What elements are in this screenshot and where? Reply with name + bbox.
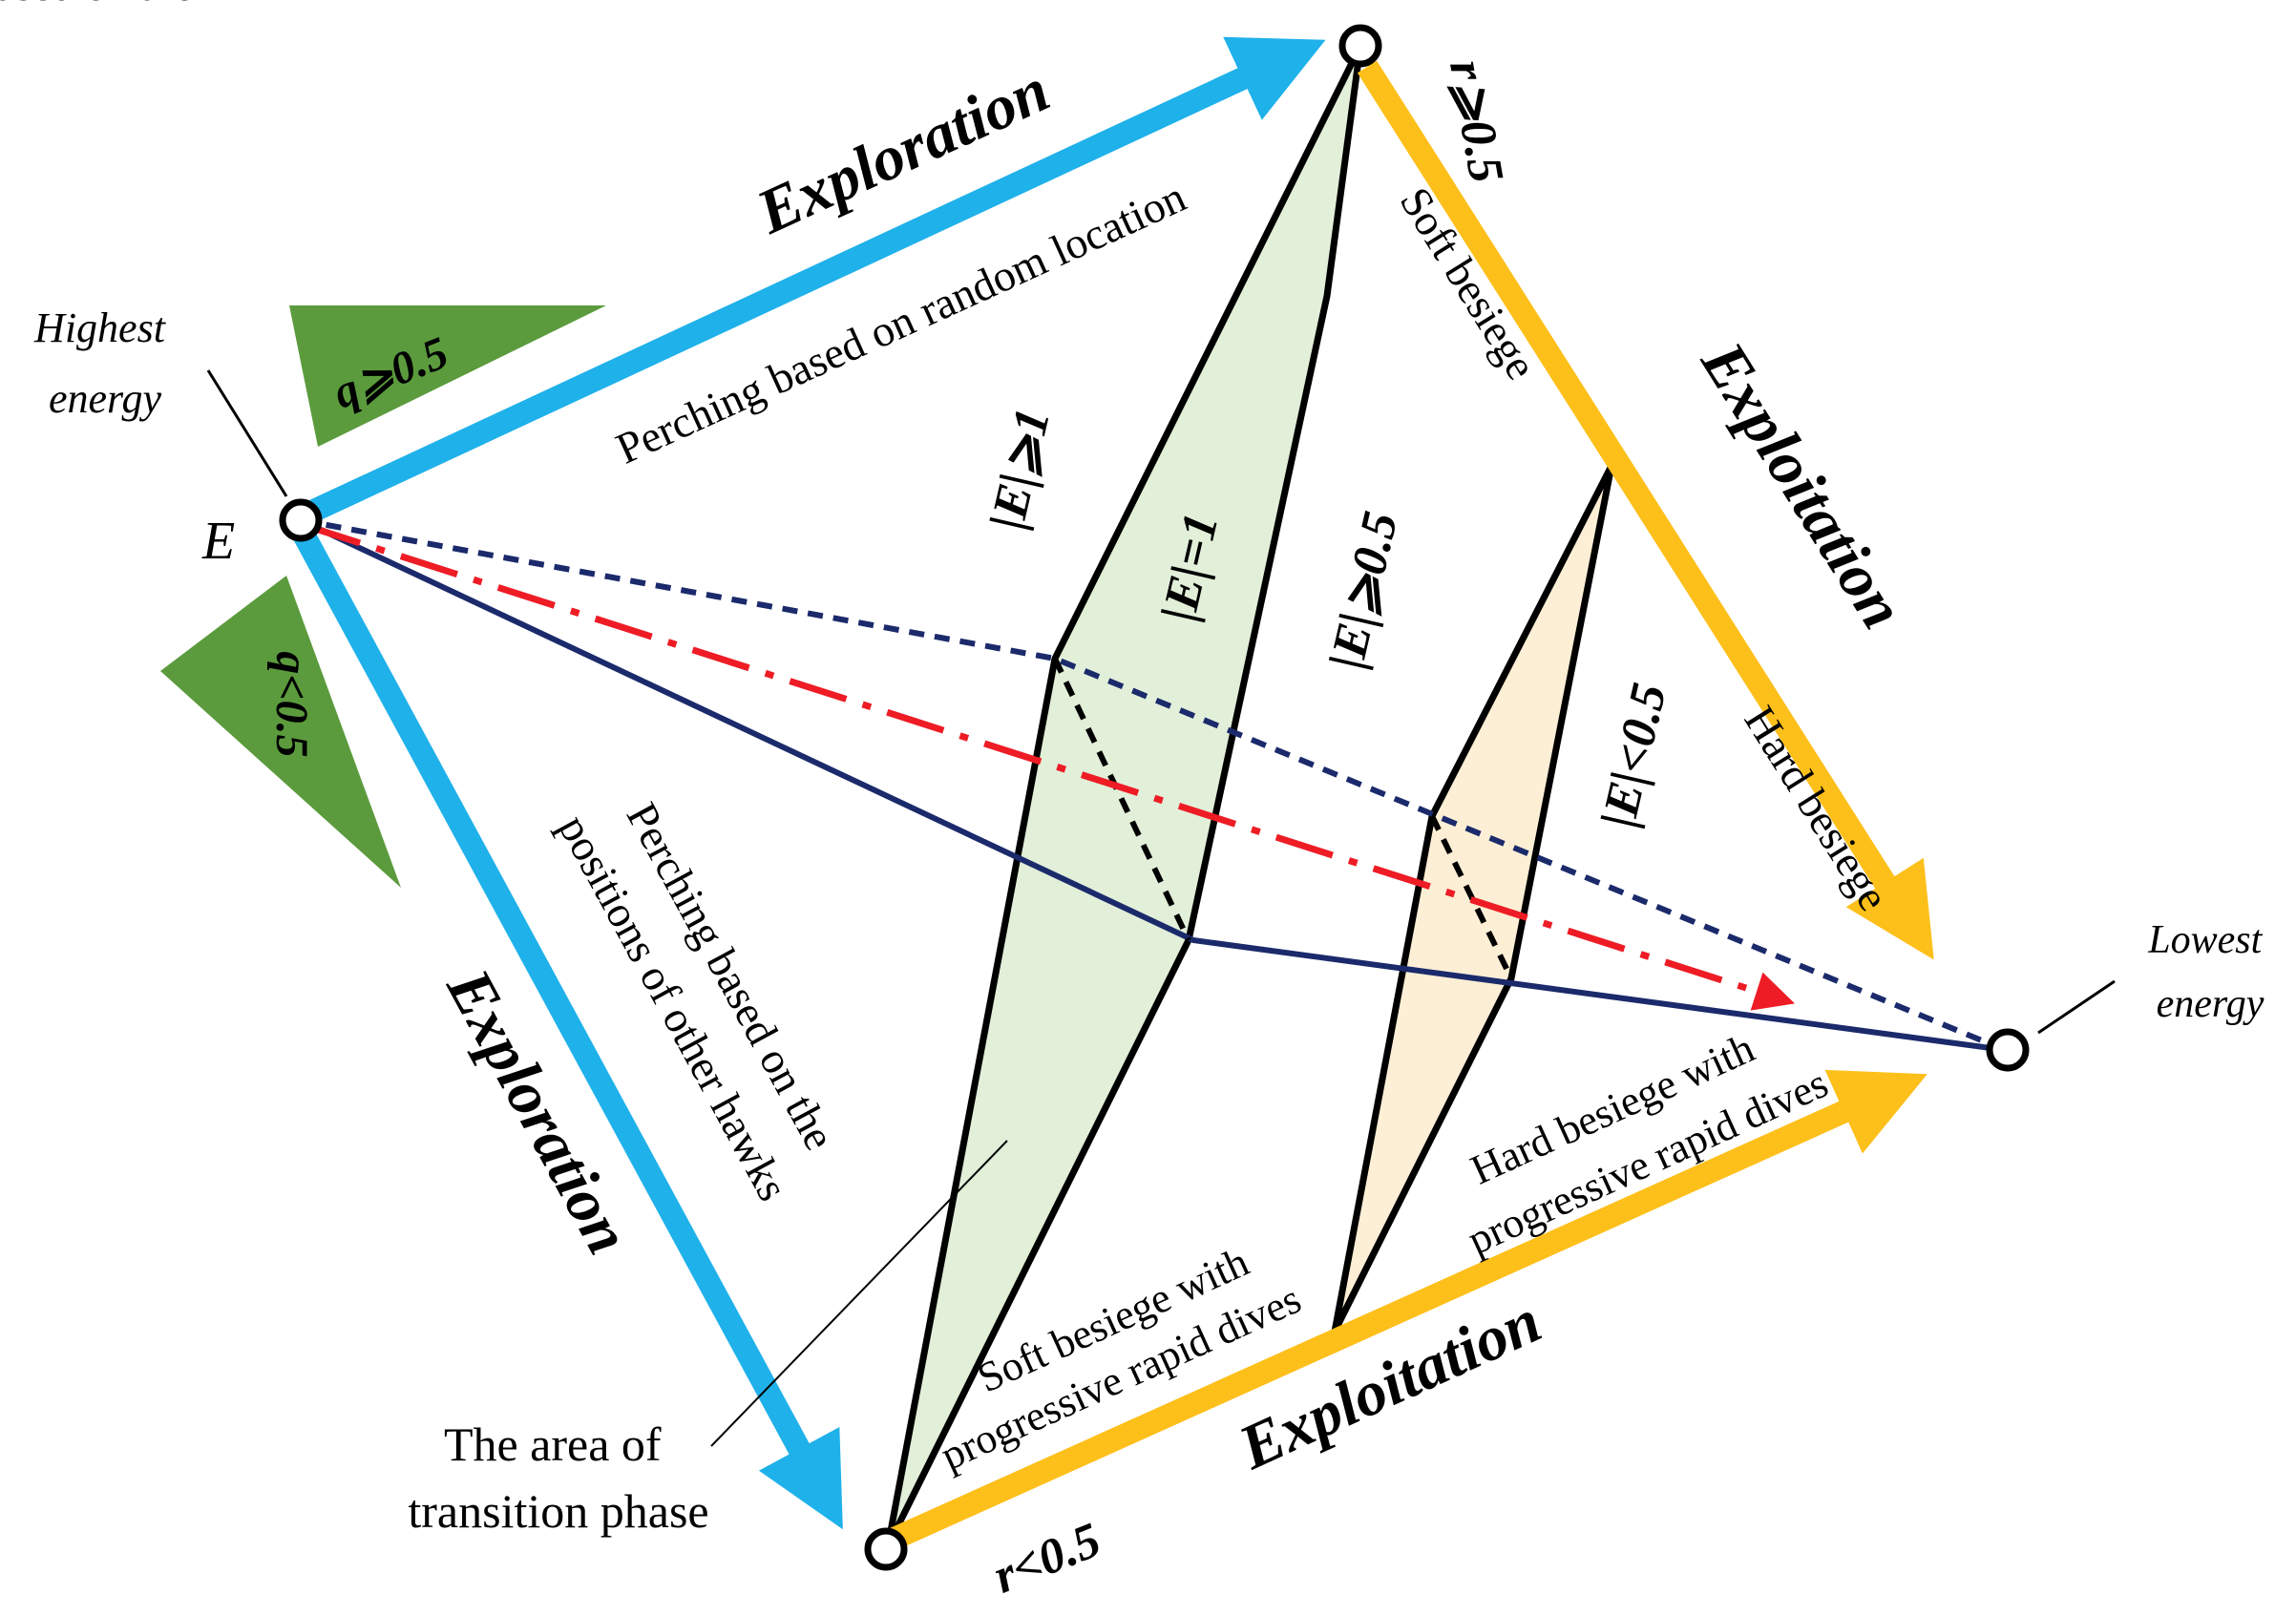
red-dashdot-arrow (302, 521, 1795, 1011)
lowest-energy-label: Lowest energy (2147, 918, 2272, 1026)
vertex-lowest-energy (1986, 1028, 2030, 1072)
exploration-arrow-top (298, 36, 1326, 526)
lowest-energy-leader (2037, 979, 2116, 1035)
r-ge-label: r⩾0.5 (1439, 56, 1514, 187)
perching-others-label: Perching based on the (0, 0, 193, 10)
highest-energy-leader (206, 369, 288, 497)
exploitation-arrow-bottom (883, 1069, 1927, 1552)
E-ge-1-label: |E|⩾1 (980, 404, 1061, 535)
green-dashed-diagonal (1052, 657, 1191, 942)
vertex-top (1338, 24, 1382, 68)
highest-energy-line-2: energy (49, 375, 162, 422)
E-lt-05-label: |E|<0.5 (1591, 679, 1677, 832)
transition-area-line-2: transition phase (408, 1484, 708, 1538)
transition-area-leader (710, 1140, 1008, 1447)
navy-solid-path (299, 517, 2006, 1053)
transition-area-line-1: The area of (444, 1417, 662, 1471)
exploitation-right-label: Exploitation (1687, 329, 1917, 640)
q-lt-triangle (160, 576, 401, 888)
q-lt-label: q<0.5 (266, 651, 317, 757)
hard-besiege-label: Hard besiege (1736, 698, 1899, 919)
lowest-energy-line-1: Lowest (2147, 918, 2263, 962)
E-ge-05-label: |E|⩾0.5 (1319, 507, 1408, 674)
exploration-arrow-left (293, 529, 843, 1530)
r-lt-label: r<0.5 (986, 1513, 1108, 1605)
exploitation-arrow-right (1357, 60, 1934, 960)
vertex-highest-energy (279, 498, 323, 542)
lowest-energy-line-2: energy (2157, 982, 2264, 1026)
perching-others-line-1: Perching based on the (0, 0, 193, 10)
navy-dashed-path (300, 517, 2007, 1053)
q-ge-triangle (289, 305, 606, 447)
highest-energy-label: Highest energy (33, 304, 176, 422)
transition-area-green (884, 42, 1364, 1550)
highest-energy-line-1: Highest (33, 304, 167, 351)
energy-symbol: E (201, 512, 235, 571)
transition-area-label: The area of transition phase (408, 1417, 708, 1538)
exploration-top-label: Exploration (747, 55, 1060, 248)
vertex-bottom (864, 1527, 908, 1571)
